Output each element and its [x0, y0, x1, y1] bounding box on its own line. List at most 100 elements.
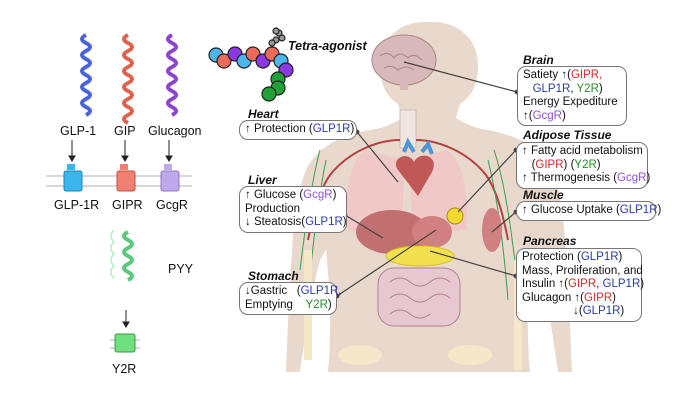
callout-line: Protection (GLP1R) — [522, 251, 636, 265]
hormone-label-gip: GIP — [114, 124, 136, 138]
callout-line: Energy Expediture — [523, 96, 621, 110]
callout-text: Energy Expediture — [523, 96, 618, 108]
glp1r-receptor-icon — [63, 164, 83, 192]
glucagon-helix-icon — [166, 33, 178, 117]
callout-text: Protection ( — [522, 251, 581, 263]
callout-text: ) — [618, 251, 623, 263]
receptor-tag: GcgR — [303, 189, 333, 201]
callout-text: ↑ Thermogenesis ( — [522, 172, 618, 184]
brain-illustration — [371, 34, 437, 90]
heart-title: Heart — [248, 107, 279, 121]
callout-text: ↓( — [522, 305, 583, 317]
receptor-tag: GIPR — [568, 278, 597, 290]
brain-title: Brain — [523, 53, 554, 67]
receptor-tag: GIPR — [584, 291, 613, 304]
callout-text: ↑ Glucose ( — [245, 189, 304, 201]
callout-line: ↑ Thermogenesis (GcgR) — [522, 172, 650, 186]
callout-line: ↑ Fatty acid metabolism — [522, 145, 643, 159]
receptor-tag: Y2R — [576, 82, 599, 95]
callout-text: ) — [640, 278, 645, 290]
tetra-agonist-molecule — [208, 27, 294, 102]
adipose-illustration — [446, 207, 464, 225]
callout-line: Production — [245, 203, 341, 217]
callout-text: , — [596, 278, 603, 290]
callout-text: ) — [327, 298, 332, 311]
callout-text: ) — [646, 172, 651, 184]
callout-text: ↑ Glucose Uptake ( — [522, 204, 620, 216]
callout-text: ↓Gastric ( — [245, 285, 301, 297]
receptor-label-y2r: Y2R — [112, 362, 137, 376]
receptor-tag: GLP1R — [305, 216, 343, 228]
receptor-tag: GcgR — [617, 172, 647, 184]
callout-text: Production — [245, 202, 300, 215]
callout-line: GLP1R, Y2R) — [523, 83, 621, 97]
hormone-arrows — [68, 140, 173, 328]
callout-text: ) — [350, 123, 355, 135]
intestines-illustration — [377, 267, 461, 327]
pancreas-callout: Protection (GLP1R)Mass, Proliferation, a… — [516, 248, 644, 322]
callout-text: ) — [596, 158, 601, 171]
liver-illustration — [356, 210, 428, 254]
trachea — [399, 109, 417, 149]
callout-line: Insulin ↑(GIPR, GLP1R) — [522, 278, 644, 292]
muscle-title: Muscle — [523, 188, 564, 202]
receptor-tag: GcgR — [532, 109, 562, 122]
y2r-receptor-icon — [114, 333, 136, 353]
callout-line: Glucagon ↑(GIPR) — [522, 292, 636, 306]
adipose-callout: ↑ Fatty acid metabolism (GIPR) (Y2R)↑ Th… — [516, 142, 650, 189]
receptor-tag: GLP1R — [582, 305, 621, 317]
receptor-label-gcgr: GcgR — [156, 198, 188, 212]
callout-text: Insulin ↑( — [522, 278, 569, 290]
pancreas-illustration — [385, 245, 455, 267]
heart-illustration — [395, 137, 434, 196]
callout-text: ) — [342, 216, 347, 228]
callout-text: ) — [612, 291, 616, 304]
callout-text: ↓ Steatosis( — [245, 216, 306, 228]
callout-text: Satiety ↑( — [523, 69, 571, 81]
receptor-tag: GLP1R — [312, 123, 351, 135]
receptor-tag: GIPR — [535, 158, 564, 171]
callout-line: ↓(GLP1R) — [522, 305, 636, 319]
stomach-callout: ↓Gastric (GLP1R,Emptying Y2R) — [239, 282, 342, 315]
callout-text: ) — [332, 189, 337, 201]
callout-text: Mass, Proliferation, and — [522, 264, 643, 277]
callout-text: ↑ Protection ( — [245, 123, 313, 135]
callout-text: , — [570, 82, 577, 95]
callout-line: (GIPR) (Y2R) — [522, 159, 642, 173]
receptor-tag: GIPR, — [570, 69, 603, 81]
callout-line: ↓Gastric (GLP1R, — [245, 285, 342, 299]
receptor-tag: GLP1R — [532, 82, 571, 95]
callout-text: ) ( — [563, 158, 575, 171]
stomach-title: Stomach — [248, 269, 299, 283]
receptor-label-gipr: GIPR — [112, 198, 143, 212]
callout-text: ( — [522, 158, 536, 171]
receptor-tag: Y2R — [305, 298, 328, 311]
callout-line: ↑ Glucose (GcgR) — [245, 189, 341, 203]
receptor-tag: GLP1R — [580, 251, 619, 263]
callout-lines — [334, 61, 520, 299]
pyy-helix-icon — [110, 229, 134, 282]
callout-line: ↑ Glucose Uptake (GLP1R) — [522, 204, 661, 218]
receptor-tag: Y2R — [574, 158, 597, 171]
callout-text: ↑ Fatty acid metabolism — [522, 145, 643, 157]
glp1-helix-icon — [80, 33, 92, 117]
callout-line: Emptying Y2R) — [245, 298, 332, 313]
liver-callout: ↑ Glucose (GcgR)Production↓ Steatosis(GL… — [239, 186, 347, 233]
adipose-title: Adipose Tissue — [523, 128, 612, 142]
hormone-label-glp1: GLP-1 — [60, 124, 97, 138]
tetra-agonist-label: Tetra-agonist — [288, 39, 367, 53]
callout-line: ↓ Steatosis(GLP1R) — [245, 216, 347, 230]
receptor-tag: GLP1R — [602, 278, 641, 290]
gip-helix-icon — [122, 33, 134, 125]
receptor-tag: GLP1R, — [300, 285, 342, 297]
callout-text: ) — [620, 305, 625, 317]
brain-callout: Satiety ↑(GIPR, GLP1R, Y2R)Energy Expedi… — [517, 66, 627, 126]
gipr-receptor-icon — [116, 164, 136, 192]
callout-line: ↑(GcgR) — [523, 110, 621, 124]
callout-text: ↑( — [523, 109, 533, 122]
receptor-label-glp1r: GLP-1R — [54, 198, 100, 212]
callout-text: Emptying — [245, 298, 306, 311]
hormone-label-pyy: PYY — [168, 262, 194, 276]
callout-text: ) — [657, 204, 662, 216]
muscle-illustration — [482, 208, 502, 252]
